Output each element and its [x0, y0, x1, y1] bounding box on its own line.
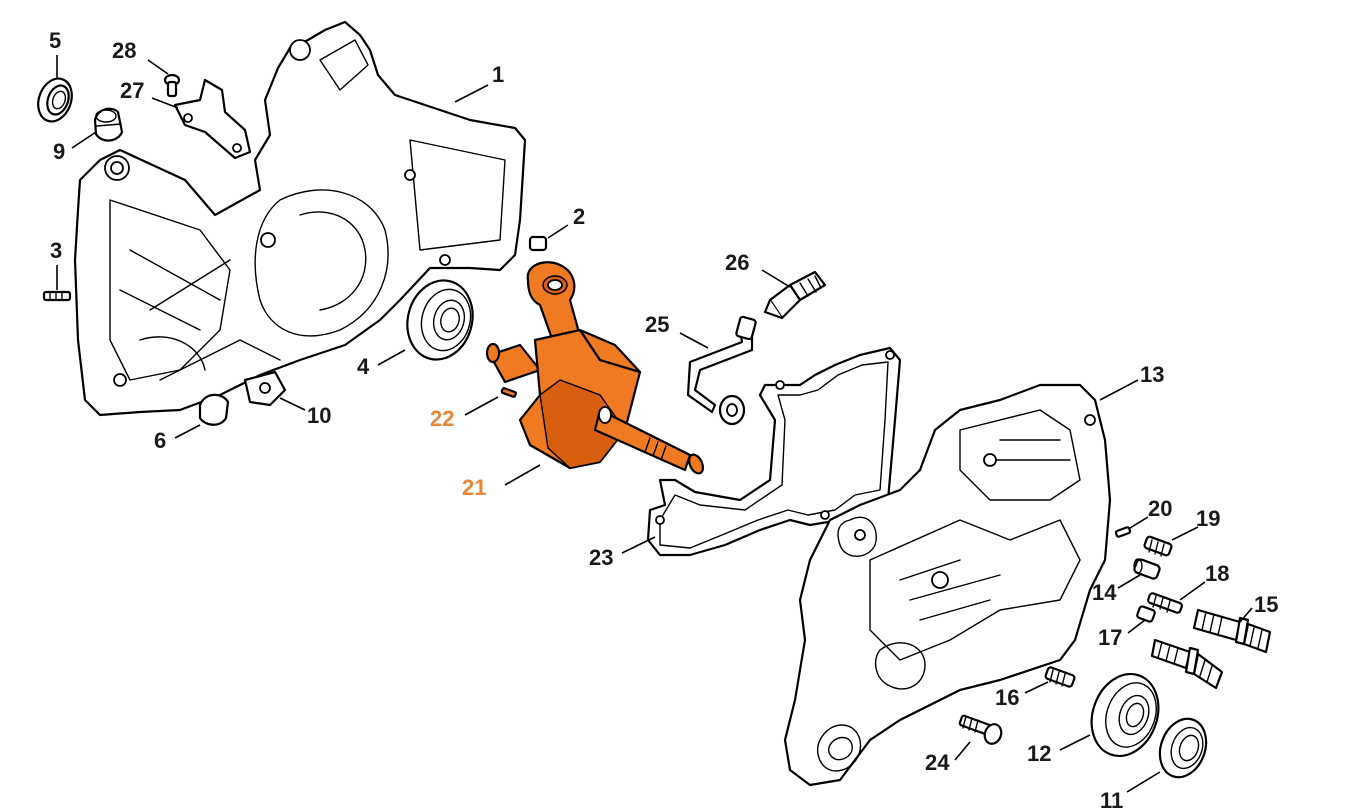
callout-17: 17	[1098, 625, 1122, 650]
part-10-clip[interactable]	[243, 370, 287, 407]
callout-28: 28	[112, 38, 136, 63]
crankcase-right-half[interactable]	[783, 383, 1112, 787]
callout-12: 12	[1027, 741, 1051, 766]
part-12-ball-bearing[interactable]	[1081, 665, 1170, 766]
crankcase-left-half[interactable]	[73, 20, 527, 417]
callout-14: 14	[1092, 580, 1117, 605]
part-9-buffer[interactable]	[93, 107, 124, 142]
part-24-screw[interactable]	[958, 714, 1004, 746]
part-13-oil-seal[interactable]	[1152, 712, 1214, 783]
callout-3: 3	[50, 238, 62, 263]
part-28-screw[interactable]	[163, 73, 181, 98]
part-25-oil-pipe[interactable]	[686, 315, 757, 426]
callout-13: 11	[1100, 788, 1123, 812]
callout-22: 22	[430, 406, 454, 431]
callout-23: 23	[589, 545, 613, 570]
part-21-crankshaft[interactable]	[485, 261, 706, 475]
callout-10: 10	[307, 403, 331, 428]
callout-4: 4	[357, 354, 370, 379]
part-27-bracket[interactable]	[173, 78, 252, 160]
part-15-collar-stud[interactable]	[1150, 608, 1272, 690]
part-5-oil-seal[interactable]	[32, 74, 77, 126]
callout-9: 9	[53, 139, 65, 164]
part-19-stud[interactable]	[1143, 535, 1173, 557]
part-4-ball-bearing[interactable]	[399, 273, 482, 367]
callout-25: 25	[645, 312, 669, 337]
part-2-sleeve[interactable]	[528, 235, 548, 252]
callout-11: 13	[1140, 362, 1164, 387]
callout-5: 5	[49, 28, 61, 53]
callout-16: 16	[995, 685, 1019, 710]
callout-1: 1	[492, 62, 504, 87]
callout-15: 15	[1254, 592, 1278, 617]
callout-20: 20	[1148, 496, 1172, 521]
callout-21: 21	[462, 475, 486, 500]
part-14-sleeve[interactable]	[1133, 558, 1161, 580]
callout-26: 26	[725, 250, 749, 275]
callout-27: 27	[120, 78, 144, 103]
callout-19: 19	[1196, 506, 1220, 531]
callout-18: 18	[1205, 561, 1229, 586]
callout-24: 24	[925, 750, 950, 775]
part-23-gasket[interactable]	[646, 346, 902, 557]
part-18-stud[interactable]	[1147, 592, 1183, 614]
part-6-cap[interactable]	[198, 393, 230, 426]
part-22-key[interactable]	[500, 387, 517, 398]
callout-labels: 5 28 27 9 3 1 2 4 6 10 22 21 26 25 23 13…	[49, 28, 1278, 812]
callout-2: 2	[573, 204, 585, 229]
callout-6: 6	[154, 428, 166, 453]
leader-lines	[56, 55, 1253, 793]
part-20-pin[interactable]	[1114, 526, 1132, 538]
part-17-sleeve[interactable]	[1136, 605, 1156, 623]
part-26-fitting[interactable]	[763, 270, 827, 320]
part-16-stud[interactable]	[1044, 666, 1076, 688]
part-3-screw[interactable]	[42, 290, 72, 302]
